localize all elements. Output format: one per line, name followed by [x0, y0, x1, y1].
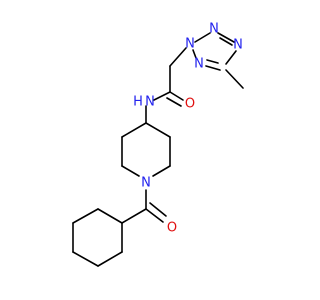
bond-pip-n-c6 [121, 165, 140, 177]
bond-chx-2-3 [97, 251, 123, 267]
bond-tz-n3-c [225, 50, 237, 65]
cyclohexane-ring [72, 208, 123, 267]
atom-amide-n: N [145, 95, 155, 110]
atom-carbonyl-o: O [167, 221, 177, 236]
bond-carbonyl-co [145, 208, 164, 223]
piperidine-ring [121, 122, 171, 177]
bond-tz-c-n4-double [206, 59, 219, 64]
bond-amide-co-double [166, 97, 182, 107]
structure-svg: N N N N N H O N O [72, 22, 244, 267]
atom-tetrazole-n3: N [233, 38, 243, 53]
molecule-diagram: N N N N N H O N O [72, 22, 244, 267]
bond-amide-c-n [153, 91, 171, 101]
atom-tetrazole-n2: N [209, 22, 219, 37]
bond-amide-co [169, 91, 184, 101]
bond-carbonyl-co-double [149, 202, 167, 217]
bond-chx-5-6 [72, 208, 99, 224]
bond-tz-n2-n3-double [219, 37, 233, 46]
bond-tz-c-n4 [205, 65, 221, 71]
bond-pip-c5-c4 [121, 122, 147, 138]
atom-piperidine-n: N [141, 176, 151, 191]
atom-tetrazole-n4: N [194, 57, 204, 72]
tetrazole-ring [192, 32, 237, 71]
atom-amide-o: O [185, 97, 195, 112]
bond-carbonyl-cyclohexyl [121, 208, 147, 224]
bond-methyl [225, 69, 244, 89]
atom-labels: N N N N N H O N O [133, 22, 243, 236]
bond-pip-c4-c3 [145, 122, 171, 138]
atom-amide-h: H [133, 95, 143, 110]
bond-tz-n4-n1 [192, 49, 197, 59]
atom-tetrazole-n1: N [185, 37, 195, 52]
bond-pip-c2-n [152, 165, 171, 177]
bond-ch2-n1 [169, 47, 187, 67]
bond-tz-n2-n3 [217, 32, 235, 43]
bond-tz-n1-n2 [194, 32, 211, 43]
bond-chx-3-4 [72, 251, 99, 267]
bond-chx-6-1 [97, 208, 123, 224]
